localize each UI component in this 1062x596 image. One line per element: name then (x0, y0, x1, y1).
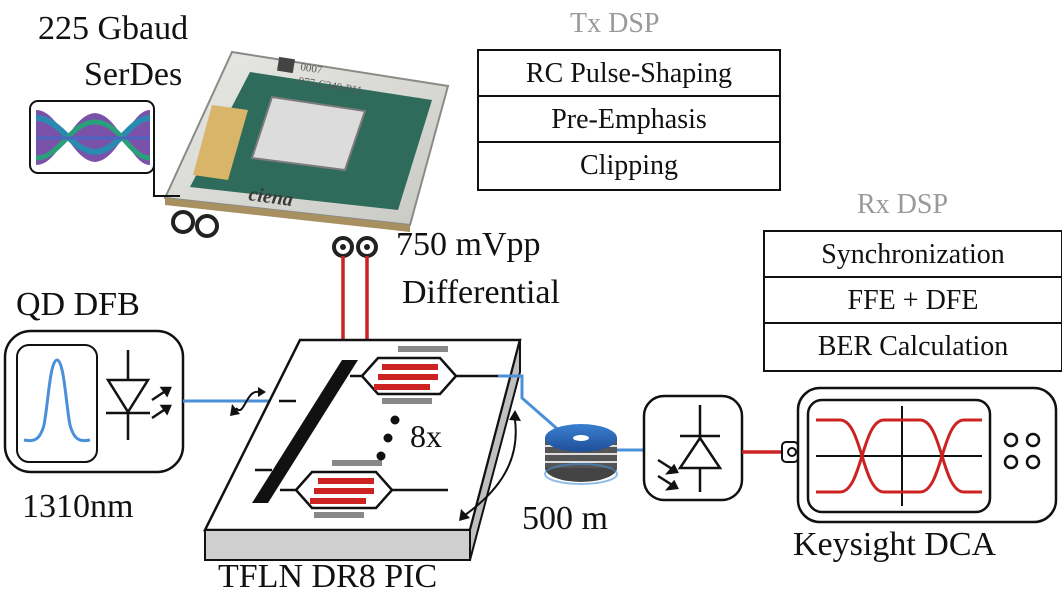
laser-diode-icon (105, 350, 172, 440)
serdes-eye-diagram (29, 100, 180, 197)
serdes-label-line1: 225 Gbaud (38, 10, 189, 47)
rx-dsp-row: BER Calculation (817, 331, 1009, 362)
drive-label-line1: 750 mVpp (396, 226, 541, 263)
serdes-chip: 0007 077-C240-P11 ciena (163, 50, 450, 258)
tx-dsp-row: RC Pulse-Shaping (479, 51, 779, 97)
tx-dsp-table: RC Pulse-Shaping Pre-Emphasis Clipping (477, 49, 781, 191)
qd-dfb-laser (3, 329, 185, 474)
scope-label: Keysight DCA (793, 526, 997, 563)
ellipsis-dots (376, 415, 400, 461)
laser-label: QD DFB (16, 286, 140, 323)
drive-label-line2: Differential (402, 274, 560, 311)
mzm-top (350, 346, 520, 404)
pic-label: TFLN DR8 PIC (218, 558, 438, 595)
scope-knobs (1003, 432, 1041, 470)
wavelength-label: 1310nm (22, 488, 134, 525)
tx-dsp-title: Tx DSP (570, 8, 660, 39)
rx-dsp-table: Synchronization FFE + DFE BER Calculatio… (763, 230, 1062, 372)
tx-dsp-row: Clipping (579, 150, 678, 181)
photodiode (642, 394, 744, 502)
pic-multiplicity-label: 8x (410, 418, 442, 454)
mzm-bottom (280, 460, 448, 518)
alignment-arrows (230, 387, 521, 521)
photodiode-icon (657, 405, 723, 492)
serdes-connector-output (332, 236, 378, 258)
scope-eye-trace (816, 418, 982, 494)
rx-dsp-row: Synchronization (765, 232, 1061, 278)
scope-input-connector (781, 441, 799, 463)
optical-fiber-output (498, 374, 563, 435)
fiber-spool-icon (544, 424, 618, 485)
serdes-label-line2: SerDes (84, 56, 183, 93)
serdes-connector-left (171, 210, 219, 238)
fiber-length-label: 500 m (522, 500, 608, 537)
chip-id-1: 0007 (300, 61, 324, 76)
rx-dsp-title: Rx DSP (857, 189, 949, 220)
keysight-dca (796, 386, 1058, 524)
rx-dsp-row: FFE + DFE (765, 278, 1061, 324)
tfln-pic (202, 338, 522, 561)
tx-dsp-row: Pre-Emphasis (479, 97, 779, 143)
